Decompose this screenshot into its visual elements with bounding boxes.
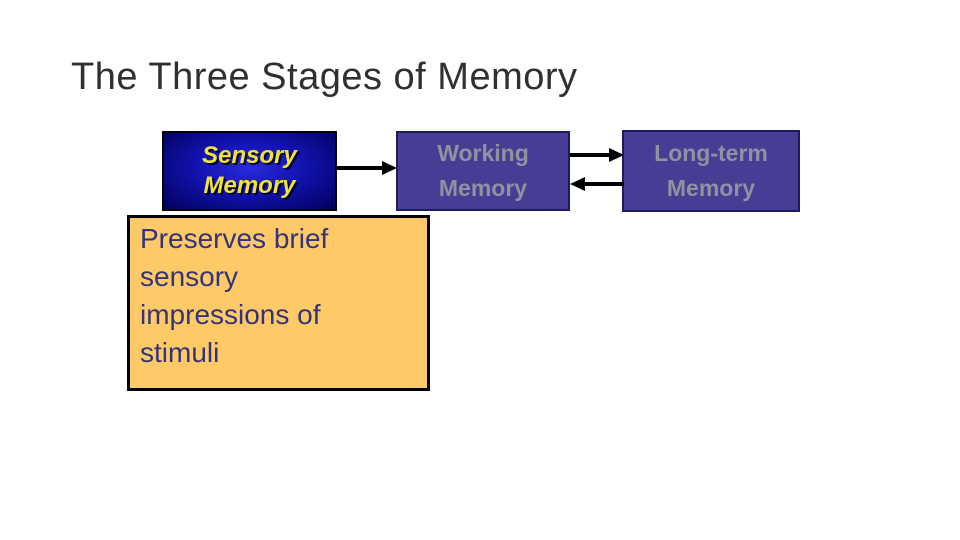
slide-title: The Three Stages of Memory: [71, 56, 578, 98]
stage-label-longterm-memory: Long-term Memory: [654, 140, 768, 201]
stage-box-working-memory: Working Memory: [396, 131, 570, 211]
stage-box-sensory-memory: Sensory Memory: [162, 131, 337, 211]
callout-box-sensory-description: Preserves brief sensory impressions of s…: [127, 215, 430, 391]
arrow-longterm-to-working-icon: [570, 176, 624, 192]
stage-box-longterm-memory: Long-term Memory: [622, 130, 800, 212]
stage-label-working-memory: Working Memory: [437, 140, 529, 201]
arrow-sensory-to-working-icon: [337, 160, 397, 176]
stage-label-sensory-memory: Sensory Memory: [202, 142, 297, 199]
arrow-working-to-longterm-icon: [570, 147, 624, 163]
callout-text: Preserves brief sensory impressions of s…: [140, 223, 329, 368]
